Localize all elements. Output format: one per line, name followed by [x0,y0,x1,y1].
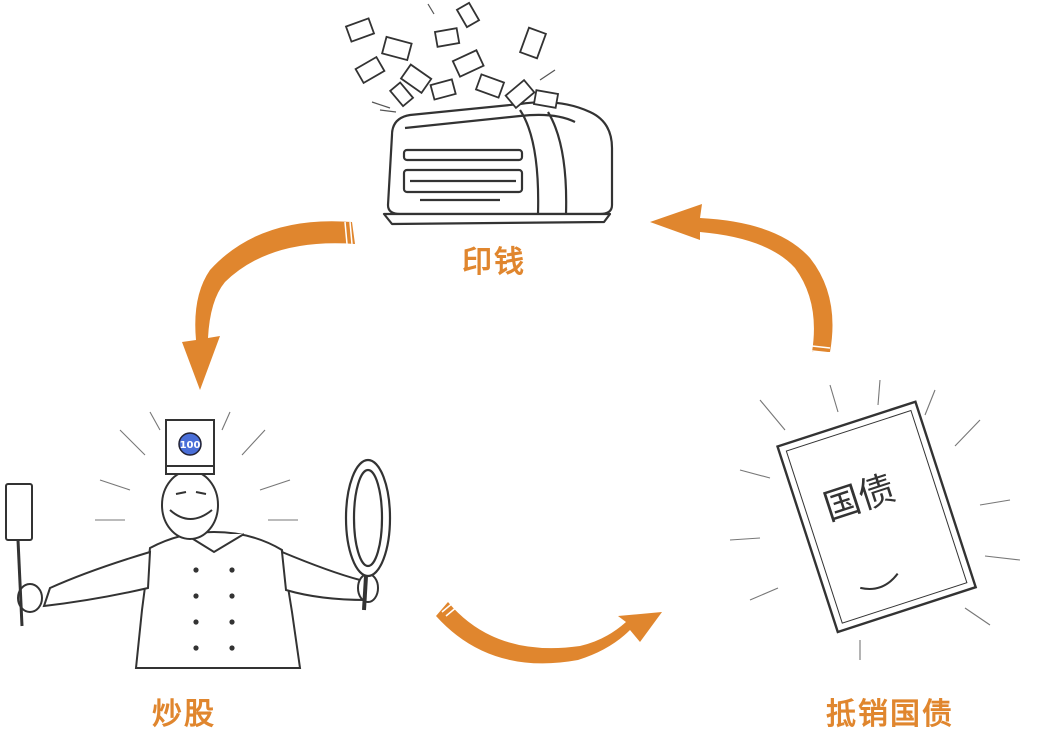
label-print-money: 印钱 [462,245,526,280]
bond-radiance [729,379,1021,660]
frying-pan-icon [344,458,392,611]
chef-illustration [5,419,379,669]
badge-icon: 100 [178,432,202,456]
arrow-bond-to-print [650,204,833,352]
arrow-stock-to-bond [436,602,662,664]
label-offset-bonds: 抵销国债 [826,697,954,732]
arrow-print-to-stock [182,221,355,390]
svg-text:100: 100 [180,440,201,451]
curved-arrow-icon [182,204,833,664]
banknote-icon [344,1,560,110]
bond-book-icon [776,400,978,634]
motion-lines [371,3,556,113]
chef-radiance [95,411,298,521]
label-stock-trading: 炒股 [152,697,216,732]
printer-icon [382,101,614,226]
